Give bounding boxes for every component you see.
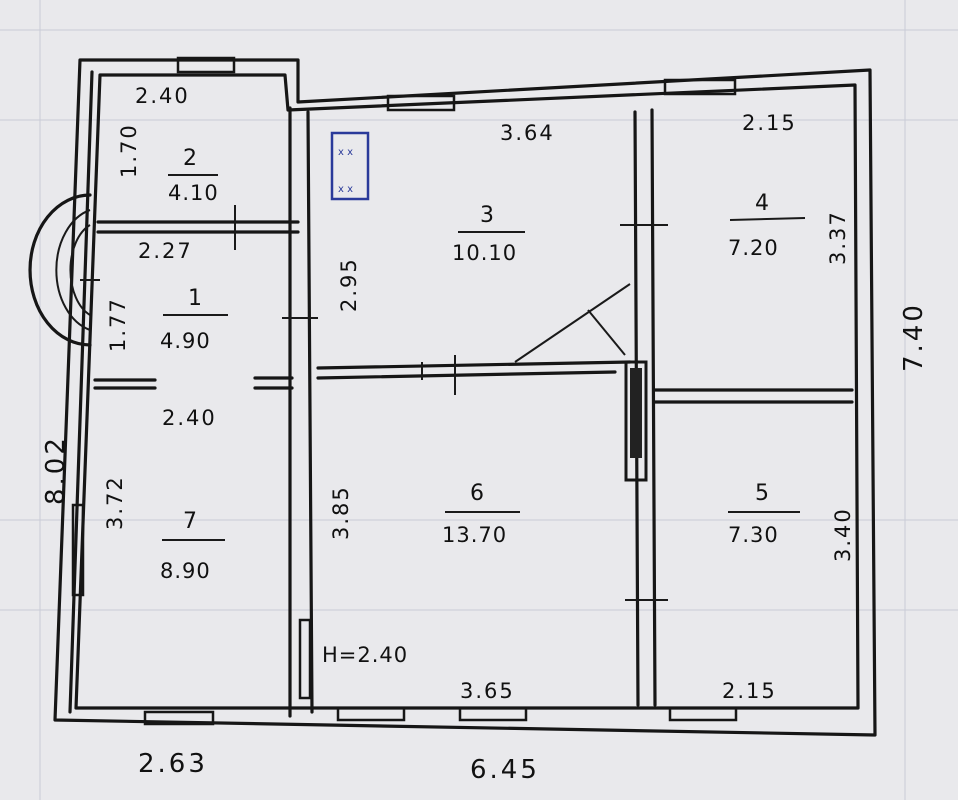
svg-text:x x: x x [338,184,353,195]
room-2-area: 4.10 [168,181,219,205]
room-1-area: 4.90 [160,329,211,353]
bay-window [28,193,92,347]
svg-text:x x: x x [338,147,353,158]
dim-r1-width: 2.27 [138,239,193,263]
room-3-area: 10.10 [452,241,517,265]
sink-fixture: x x x x [330,131,370,201]
interior-walls [93,106,854,718]
dim-r2-width: 2.40 [135,84,190,108]
dim-r5-width: 2.15 [722,679,777,703]
dim-r1-height: 1.77 [106,297,130,352]
room-4-area: 7.20 [728,236,779,260]
dimension-labels: 2.40 1.70 2.27 1.77 2.40 3.72 3.64 2.95 … [41,84,929,785]
outer-walls [53,58,877,737]
room-6-area: 13.70 [442,523,507,547]
dim-r2-height: 1.70 [117,123,141,178]
dim-r3-width: 3.64 [500,121,555,145]
room-6-number: 6 [470,481,484,506]
door-marks [80,205,668,601]
windows [71,56,738,726]
dim-r5-height: 3.40 [831,507,855,562]
dim-r4-width: 2.15 [742,111,797,135]
room-2-number: 2 [183,146,197,171]
dim-r3-height: 2.95 [337,257,361,312]
dim-overall-right: 7.40 [899,302,929,372]
dim-r4-height: 3.37 [826,210,850,265]
room-labels: 2 4.10 1 4.90 7 8.90 3 10.10 4 7.20 6 13… [160,146,806,583]
room-3-number: 3 [480,203,494,228]
room-1-number: 1 [188,286,202,311]
room-4-number: 4 [755,191,769,216]
room-7-number: 7 [183,509,197,534]
dim-overall-left: 8.02 [41,435,71,505]
room-5-number: 5 [755,481,769,506]
room-7-area: 8.90 [160,559,211,583]
dim-bottom-left: 2.63 [138,749,208,779]
ceiling-height-label: H=2.40 [322,643,408,667]
dim-r7-width: 2.40 [162,406,217,430]
room-5-area: 7.30 [728,523,779,547]
dim-r6-width: 3.65 [460,679,515,703]
dim-r6-height: 3.85 [329,485,353,540]
dim-bottom-total: 6.45 [470,755,540,785]
dim-r7-height: 3.72 [103,475,127,530]
